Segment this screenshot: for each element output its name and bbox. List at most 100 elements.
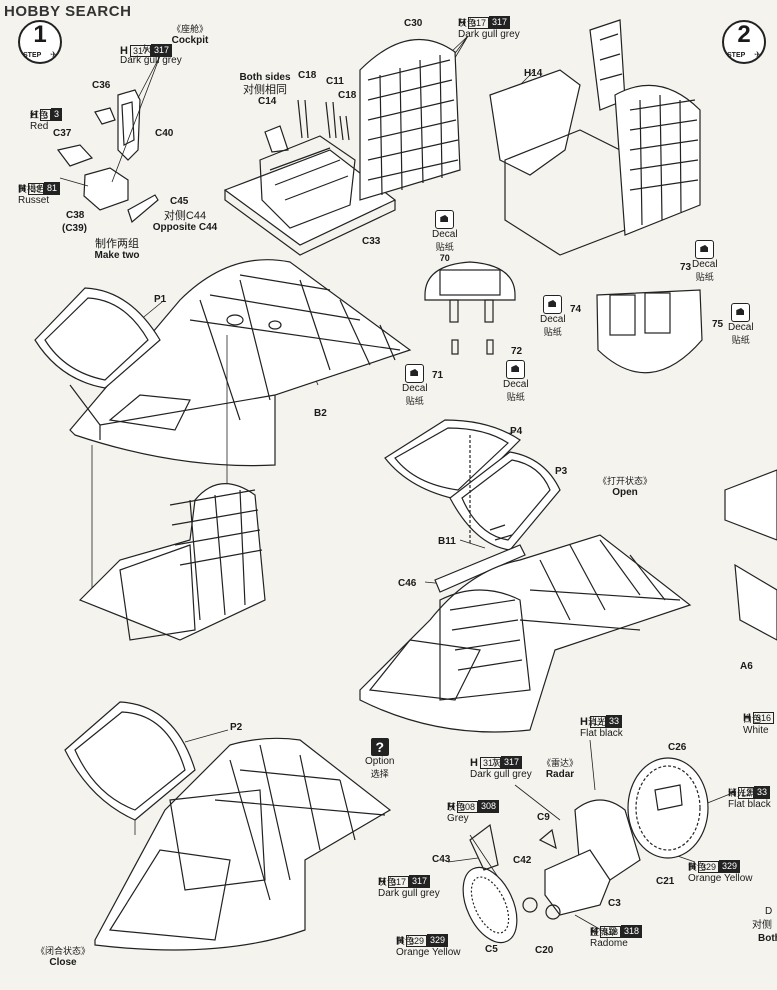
close-title: 《闭合状态》 Close bbox=[28, 946, 98, 969]
part-c14: C14 bbox=[258, 96, 277, 107]
part-c30: C30 bbox=[404, 18, 423, 29]
part-c18-b: C18 bbox=[338, 90, 357, 101]
open-title: 《打开状态》 Open bbox=[585, 476, 665, 499]
part-b11: B11 bbox=[438, 536, 456, 547]
question-icon: ? bbox=[370, 738, 389, 756]
part-c43: C43 bbox=[432, 854, 451, 865]
step2-cockpit-drawing bbox=[489, 19, 701, 256]
instrument-panel-drawing bbox=[359, 38, 461, 201]
decal-icon bbox=[405, 364, 425, 383]
part-h14: H14 bbox=[524, 68, 543, 79]
part-c39: (C39) bbox=[62, 223, 88, 234]
part-c5: C5 bbox=[485, 944, 498, 955]
close-title-cn: 《闭合状态》 bbox=[35, 946, 90, 956]
part-c11: C11 bbox=[326, 76, 344, 87]
open-title-cn: 《打开状态》 bbox=[597, 476, 652, 486]
part-c20: C20 bbox=[535, 945, 554, 956]
plane-icon: ✈ bbox=[50, 50, 57, 59]
part-b2: B2 bbox=[314, 408, 327, 419]
make-two-note: 制作两组 Make two bbox=[72, 238, 162, 262]
radar-title-en: Radar bbox=[545, 769, 575, 780]
part-p2: P2 bbox=[230, 722, 243, 733]
decal-74: Decal 贴纸 bbox=[540, 295, 566, 338]
open-title-en: Open bbox=[612, 487, 638, 498]
radar-title-cn: 《雷达》 bbox=[541, 758, 578, 768]
part-c18-a: C18 bbox=[298, 70, 317, 81]
seat-parts-drawing bbox=[56, 89, 159, 224]
decal-75: Decal 贴纸 bbox=[728, 303, 754, 346]
decal-icon bbox=[435, 210, 455, 229]
decal-71-number: 71 bbox=[432, 370, 444, 381]
opposite-en: Opposite C44 bbox=[152, 222, 218, 233]
decal-72-number: 72 bbox=[511, 346, 523, 357]
part-c36: C36 bbox=[92, 80, 111, 91]
both-sides-en: Both sides bbox=[239, 72, 291, 83]
cockpit-title-en: Cockpit bbox=[171, 35, 209, 46]
decal-70: Decal 贴纸 70 bbox=[432, 210, 458, 263]
decal-74-number: 74 bbox=[570, 304, 582, 315]
part-c9: C9 bbox=[537, 812, 550, 823]
decal-icon bbox=[695, 240, 715, 259]
fuselage-b2-drawing bbox=[34, 259, 412, 600]
closed-canopy-drawing bbox=[64, 701, 392, 951]
decal-71: Decal 贴纸 bbox=[402, 364, 428, 407]
radar-drawing bbox=[462, 757, 709, 944]
part-c40: C40 bbox=[155, 128, 174, 139]
part-a6: A6 bbox=[740, 661, 753, 672]
both-sides-note: Both sides 对侧相同 bbox=[230, 72, 300, 96]
part-c45: C45 bbox=[170, 196, 189, 207]
open-fuselage-drawing bbox=[359, 534, 692, 733]
part-c3: C3 bbox=[608, 898, 621, 909]
plane-icon: ✈ bbox=[754, 50, 761, 59]
close-title-en: Close bbox=[49, 957, 77, 968]
option-en: Option bbox=[365, 756, 395, 767]
decal-75-number: 75 bbox=[712, 319, 724, 330]
decal-72: Decal 贴纸 bbox=[503, 360, 529, 403]
step-2-number: 2 bbox=[737, 21, 751, 48]
option-note: ? Option 选择 bbox=[365, 738, 394, 780]
right-edge-partial-drawing bbox=[724, 469, 777, 641]
decal-icon bbox=[506, 360, 526, 379]
both-sides-cn: 对侧相同 bbox=[243, 84, 287, 96]
decal-icon bbox=[543, 295, 563, 314]
step-2-badge: 2 STEP ✈ bbox=[722, 20, 766, 64]
decal-panels-drawing bbox=[424, 261, 703, 374]
clipped-opposite-cn: 对侧 bbox=[752, 920, 772, 931]
part-c33: C33 bbox=[362, 236, 381, 247]
step-1-number: 1 bbox=[33, 21, 47, 48]
clipped-d: D bbox=[765, 906, 773, 917]
radar-title: 《雷达》 Radar bbox=[530, 758, 590, 781]
make-two-cn: 制作两组 bbox=[95, 238, 139, 250]
option-cn: 选择 bbox=[370, 769, 389, 779]
part-c21: C21 bbox=[656, 876, 675, 887]
cockpit-tub-drawing bbox=[223, 135, 397, 256]
decal-icon bbox=[731, 303, 751, 322]
part-p1: P1 bbox=[154, 294, 167, 305]
hobby-search-watermark: HOBBY SEARCH bbox=[4, 3, 132, 20]
step-1-badge: 1 STEP ✈ bbox=[18, 20, 62, 64]
part-c46: C46 bbox=[398, 578, 417, 589]
open-canopy-drawing bbox=[384, 419, 561, 593]
step-1-label: STEP bbox=[23, 52, 42, 59]
decal-73-number: 73 bbox=[680, 262, 692, 273]
lower-cockpit-drawing bbox=[78, 483, 266, 641]
opposite-note: 对侧C44 Opposite C44 bbox=[150, 210, 220, 234]
clipped-both: Both bbox=[758, 933, 777, 944]
small-parts bbox=[264, 99, 350, 153]
part-p4: P4 bbox=[510, 426, 523, 437]
opposite-cn: 对侧C44 bbox=[163, 210, 207, 222]
part-p3: P3 bbox=[555, 466, 568, 477]
cockpit-title: 《座舱》 Cockpit bbox=[160, 24, 220, 47]
